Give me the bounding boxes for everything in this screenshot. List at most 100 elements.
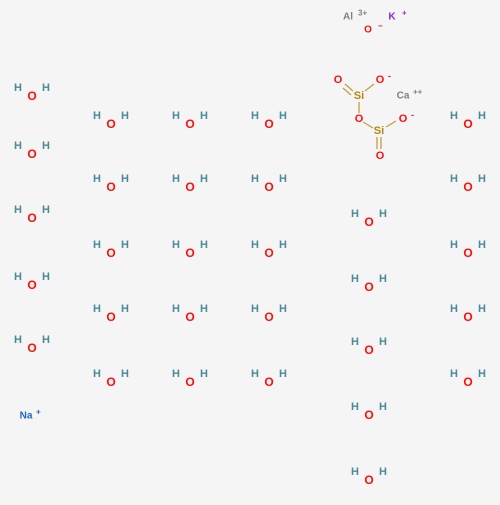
water-hydrogen-left: H [351, 208, 359, 220]
bond-si2-o-single [385, 120, 397, 128]
water-hydrogen-left: H [251, 303, 259, 315]
silicon-2: Si [374, 125, 384, 137]
water-hydrogen-right: H [42, 140, 50, 152]
water-hydrogen-right: H [121, 303, 129, 315]
water-hydrogen-left: H [351, 401, 359, 413]
water-oxygen: O [27, 211, 36, 225]
ion-al-charge: 3+ [358, 9, 367, 18]
water-hydrogen-left: H [14, 271, 22, 283]
water-oxygen: O [106, 246, 115, 260]
water-hydrogen-right: H [379, 273, 387, 285]
water-hydrogen-right: H [121, 239, 129, 251]
water-hydrogen-right: H [279, 239, 287, 251]
water-hydrogen-right: H [379, 401, 387, 413]
water-hydrogen-left: H [251, 173, 259, 185]
ion-ca-charge: ++ [413, 88, 423, 97]
bond-si1-o-single [364, 83, 375, 92]
water-hydrogen-left: H [450, 303, 458, 315]
water-hydrogen-right: H [121, 173, 129, 185]
water-oxygen: O [27, 278, 36, 292]
oxygen-double-2: O [376, 150, 385, 162]
water-oxygen: O [463, 117, 472, 131]
water-hydrogen-right: H [279, 368, 287, 380]
water-oxygen: O [264, 246, 273, 260]
water-hydrogen-left: H [450, 368, 458, 380]
water-hydrogen-left: H [351, 273, 359, 285]
water-hydrogen-right: H [279, 110, 287, 122]
water-oxygen: O [463, 310, 472, 324]
water-oxygen: O [106, 375, 115, 389]
water-hydrogen-left: H [172, 110, 180, 122]
water-hydrogen-left: H [251, 368, 259, 380]
water-hydrogen-left: H [172, 368, 180, 380]
ion-o-symbol: O [364, 25, 372, 36]
water-oxygen: O [106, 310, 115, 324]
water-hydrogen-right: H [200, 368, 208, 380]
water-oxygen: O [106, 117, 115, 131]
water-hydrogen-right: H [478, 368, 486, 380]
oxygen-anion-2-charge: - [411, 110, 414, 120]
water-hydrogen-left: H [93, 173, 101, 185]
water-hydrogen-right: H [42, 82, 50, 94]
water-hydrogen-left: H [14, 82, 22, 94]
water-oxygen: O [27, 147, 36, 161]
bond-si1-o-double-2 [342, 87, 352, 96]
water-hydrogen-right: H [42, 334, 50, 346]
water-oxygen: O [264, 180, 273, 194]
water-hydrogen-right: H [200, 303, 208, 315]
ion-ca-symbol: Ca [397, 91, 410, 102]
ion-na-symbol: Na [20, 411, 33, 422]
water-hydrogen-left: H [251, 110, 259, 122]
water-hydrogen-left: H [351, 336, 359, 348]
water-oxygen: O [364, 280, 373, 294]
water-hydrogen-left: H [251, 239, 259, 251]
water-hydrogen-left: H [93, 110, 101, 122]
water-hydrogen-left: H [93, 303, 101, 315]
water-hydrogen-right: H [200, 110, 208, 122]
water-oxygen: O [185, 117, 194, 131]
oxygen-bridge: O [355, 113, 364, 125]
water-oxygen: O [264, 117, 273, 131]
water-hydrogen-left: H [14, 334, 22, 346]
oxygen-anion-1-charge: - [388, 71, 391, 81]
water-hydrogen-right: H [379, 208, 387, 220]
water-oxygen: O [463, 375, 472, 389]
water-oxygen: O [27, 89, 36, 103]
water-hydrogen-right: H [200, 239, 208, 251]
water-oxygen: O [185, 180, 194, 194]
water-oxygen: O [463, 246, 472, 260]
water-oxygen: O [364, 408, 373, 422]
bond-o-bridge-si2 [362, 121, 374, 129]
ion-k-charge: + [402, 9, 407, 18]
water-hydrogen-left: H [450, 173, 458, 185]
water-oxygen: O [463, 180, 472, 194]
water-oxygen: O [264, 375, 273, 389]
water-hydrogen-right: H [42, 271, 50, 283]
water-hydrogen-left: H [14, 140, 22, 152]
water-hydrogen-right: H [478, 239, 486, 251]
silicon-1: Si [354, 90, 364, 102]
water-hydrogen-left: H [93, 368, 101, 380]
water-oxygen: O [27, 341, 36, 355]
water-hydrogen-left: H [172, 303, 180, 315]
water-hydrogen-left: H [450, 239, 458, 251]
water-hydrogen-left: H [14, 204, 22, 216]
water-oxygen: O [185, 310, 194, 324]
water-hydrogen-left: H [172, 239, 180, 251]
oxygen-anion-1: O [376, 74, 385, 86]
water-hydrogen-right: H [379, 466, 387, 478]
water-hydrogen-right: H [279, 303, 287, 315]
water-hydrogen-right: H [478, 173, 486, 185]
water-oxygen: O [185, 246, 194, 260]
water-hydrogen-right: H [121, 110, 129, 122]
water-hydrogen-right: H [478, 110, 486, 122]
water-hydrogen-right: H [379, 336, 387, 348]
oxygen-anion-2: O [399, 113, 408, 125]
ion-al-symbol: Al [343, 12, 353, 23]
water-hydrogen-left: H [450, 110, 458, 122]
water-hydrogen-right: H [279, 173, 287, 185]
water-oxygen: O [106, 180, 115, 194]
ion-k-symbol: K [388, 12, 396, 23]
